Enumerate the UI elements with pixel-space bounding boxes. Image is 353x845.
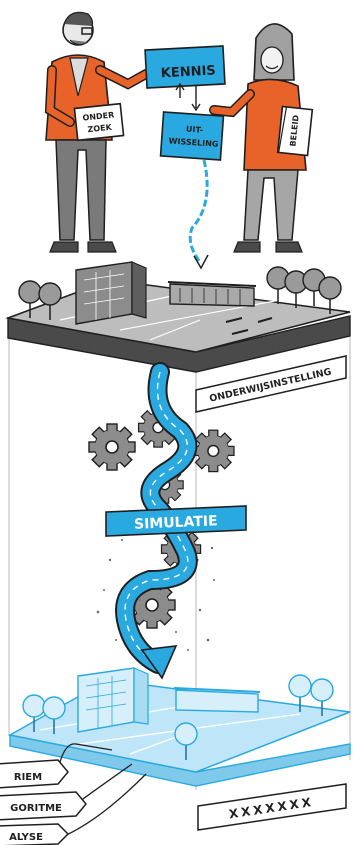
gear-icon — [191, 429, 235, 473]
uitwisseling-label-line2: WISSELING — [168, 136, 218, 148]
tag-1: RIEM — [0, 759, 69, 789]
knowledge-flow-arrowhead — [193, 254, 209, 270]
building-icon — [75, 261, 147, 325]
tag-3: ALYSE — [0, 823, 70, 845]
uitwisseling-board: UIT- WISSELING — [159, 111, 225, 161]
simulatie-label: SIMULATIE — [134, 513, 218, 532]
tag-3-label: ALYSE — [9, 832, 43, 843]
kennis-label: KENNIS — [160, 63, 216, 81]
uitwisseling-label-line1: UIT- — [186, 125, 204, 135]
tag-2-label: GORITME — [10, 803, 62, 814]
school-platform-bottom — [7, 667, 351, 787]
simulation-particles — [96, 539, 215, 651]
simulation-arrowhead — [140, 645, 178, 680]
building-icon — [77, 667, 149, 733]
onderzoek-sign: ONDER ZOEK — [73, 102, 125, 142]
tag-1-label: RIEM — [14, 772, 42, 783]
researcher-figure — [44, 11, 151, 253]
kennis-board: KENNIS — [144, 45, 226, 89]
school-platform-top — [5, 261, 351, 790]
onderzoek-label-line1: ONDER — [82, 110, 115, 122]
exchange-arrows — [175, 82, 201, 112]
onderzoek-label-line2: ZOEK — [87, 123, 113, 135]
policy-figure — [209, 23, 307, 253]
placeholder-tag: XXXXXXX — [197, 783, 347, 831]
beleid-label: BELEID — [288, 114, 300, 147]
knowledge-flow-arrow — [188, 159, 209, 263]
beleid-book: BELEID — [276, 105, 314, 157]
simulatie-tag: SIMULATIE — [105, 505, 247, 537]
gear-icon — [88, 423, 136, 471]
tag-2: GORITME — [0, 791, 87, 821]
